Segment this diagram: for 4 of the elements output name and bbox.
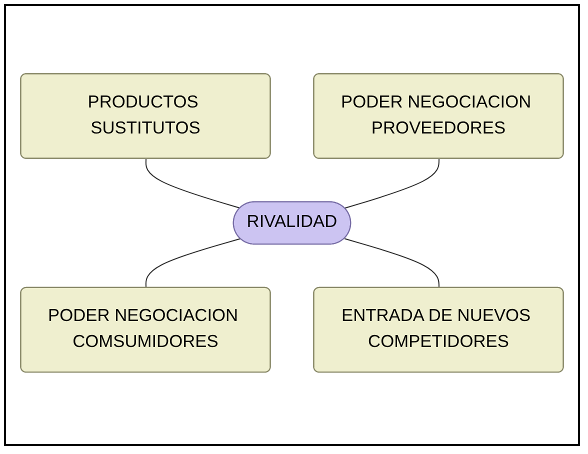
connector [145, 238, 241, 288]
connector [145, 158, 241, 208]
connector [344, 238, 440, 288]
connector [344, 158, 440, 208]
